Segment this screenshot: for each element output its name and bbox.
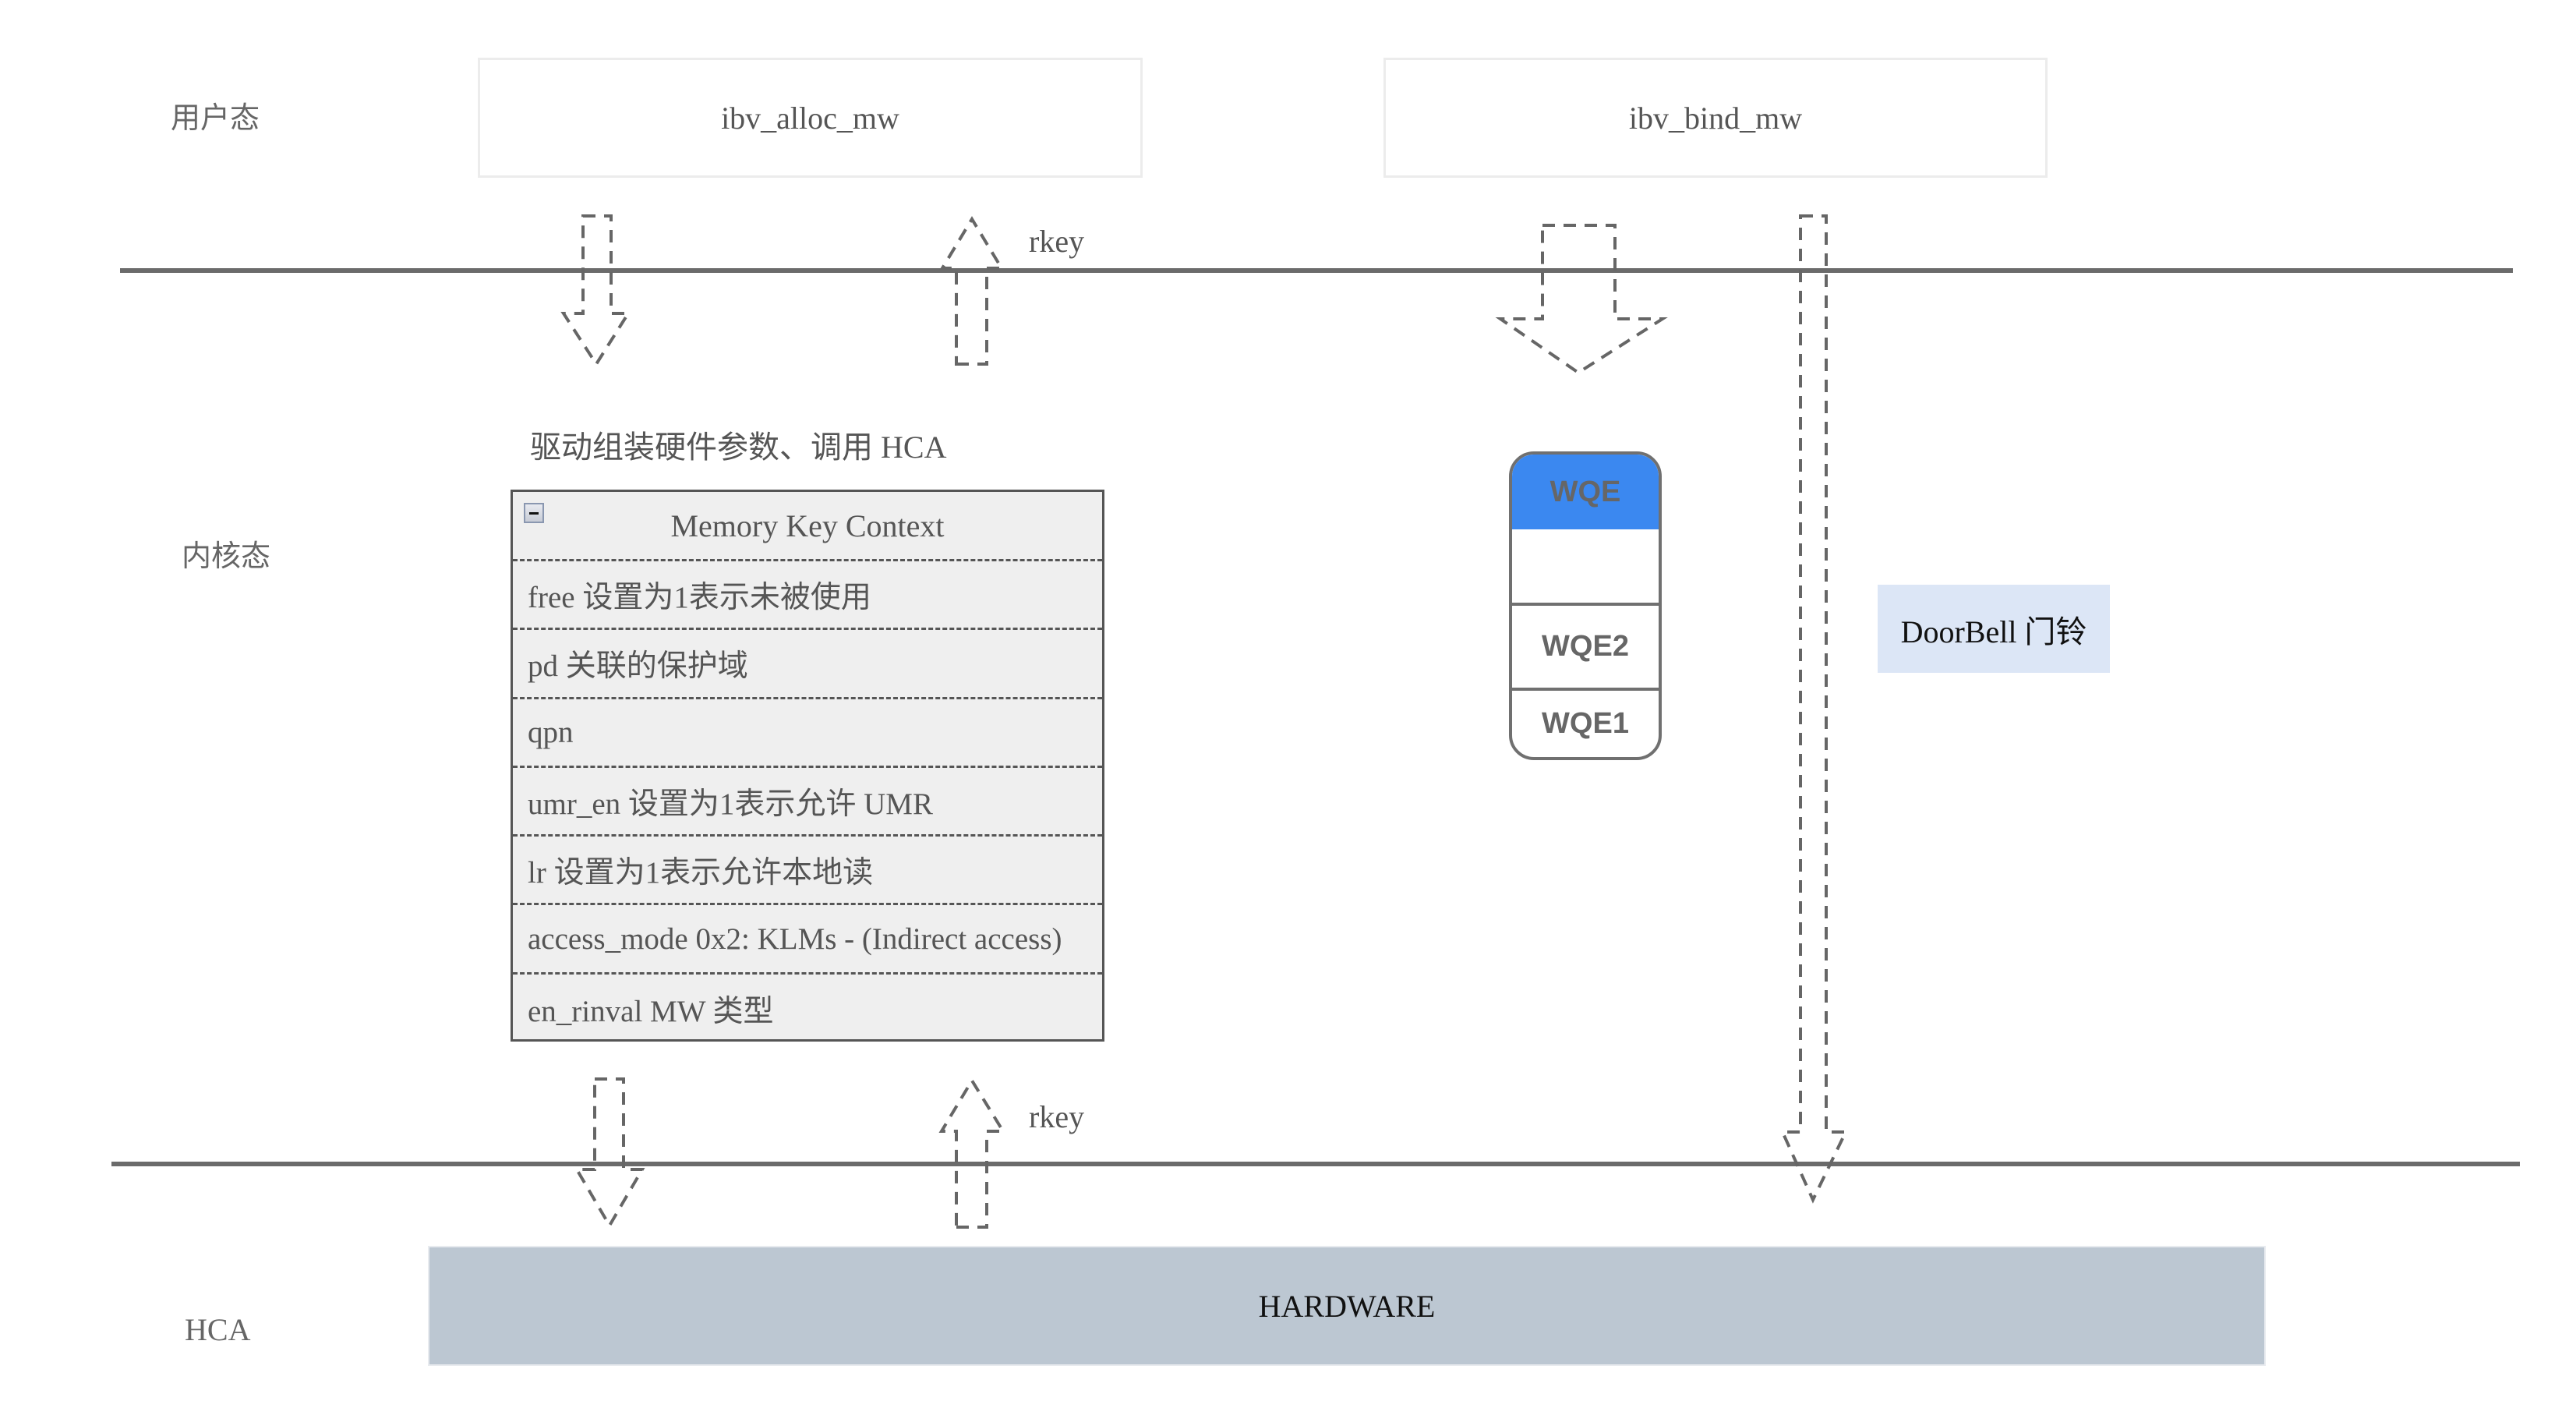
alloc-down-arrow-icon — [560, 214, 631, 367]
doorbell-box: DoorBell 门铃 — [1878, 585, 2110, 673]
ibv-alloc-mw-label: ibv_alloc_mw — [721, 100, 899, 136]
user-space-label: 用户态 — [171, 101, 260, 135]
wqe-entry-2: WQE2 — [1512, 606, 1659, 691]
memory-key-context-header: Memory Key Context — [513, 492, 1102, 561]
wqe-empty-slot — [1512, 529, 1659, 606]
context-down-arrow-icon — [574, 1077, 645, 1229]
driver-caption: 驱动组装硬件参数、调用 HCA — [530, 430, 947, 465]
hardware-label: HARDWARE — [1258, 1288, 1436, 1324]
context-field-lr: lr 设置为1表示允许本地读 — [513, 837, 1102, 906]
wqe-header: WQE — [1512, 455, 1659, 529]
doorbell-label: DoorBell 门铃 — [1900, 614, 2087, 649]
hca-label: HCA — [185, 1312, 251, 1347]
context-field-free: free 设置为1表示未被使用 — [513, 561, 1102, 631]
context-field-umr-en: umr_en 设置为1表示允许 UMR — [513, 768, 1102, 837]
doorbell-down-arrow-icon — [1779, 214, 1849, 1204]
hardware-block: HARDWARE — [428, 1246, 2266, 1366]
context-field-qpn: qpn — [513, 699, 1102, 768]
kernel-hca-divider — [111, 1162, 2520, 1166]
rkey-up-arrow-icon — [939, 216, 1005, 366]
minus-square-icon[interactable] — [524, 503, 544, 523]
memory-key-context-title: Memory Key Context — [670, 508, 945, 543]
wqe-stack: WQE WQE2 WQE1 — [1509, 451, 1662, 760]
memory-key-context: Memory Key Context free 设置为1表示未被使用 pd 关联… — [511, 490, 1104, 1042]
ibv-bind-mw-box[interactable]: ibv_bind_mw — [1383, 58, 2048, 178]
ibv-bind-mw-label: ibv_bind_mw — [1628, 100, 1803, 136]
ibv-alloc-mw-box[interactable]: ibv_alloc_mw — [478, 58, 1143, 178]
bind-down-arrow-icon — [1495, 224, 1668, 375]
user-kernel-divider — [120, 268, 2513, 273]
context-field-en-rinval: en_rinval MW 类型 — [528, 994, 774, 1028]
kernel-space-label: 内核态 — [182, 539, 271, 573]
rkey-bottom-label: rkey — [1029, 1099, 1085, 1134]
hca-rkey-up-arrow-icon — [938, 1077, 1006, 1229]
context-field-access-mode: access_mode 0x2: KLMs - (Indirect access… — [513, 905, 1102, 975]
wqe-entry-1: WQE1 — [1542, 707, 1629, 740]
rkey-top-label: rkey — [1029, 224, 1085, 259]
context-field-pd: pd 关联的保护域 — [513, 630, 1102, 699]
